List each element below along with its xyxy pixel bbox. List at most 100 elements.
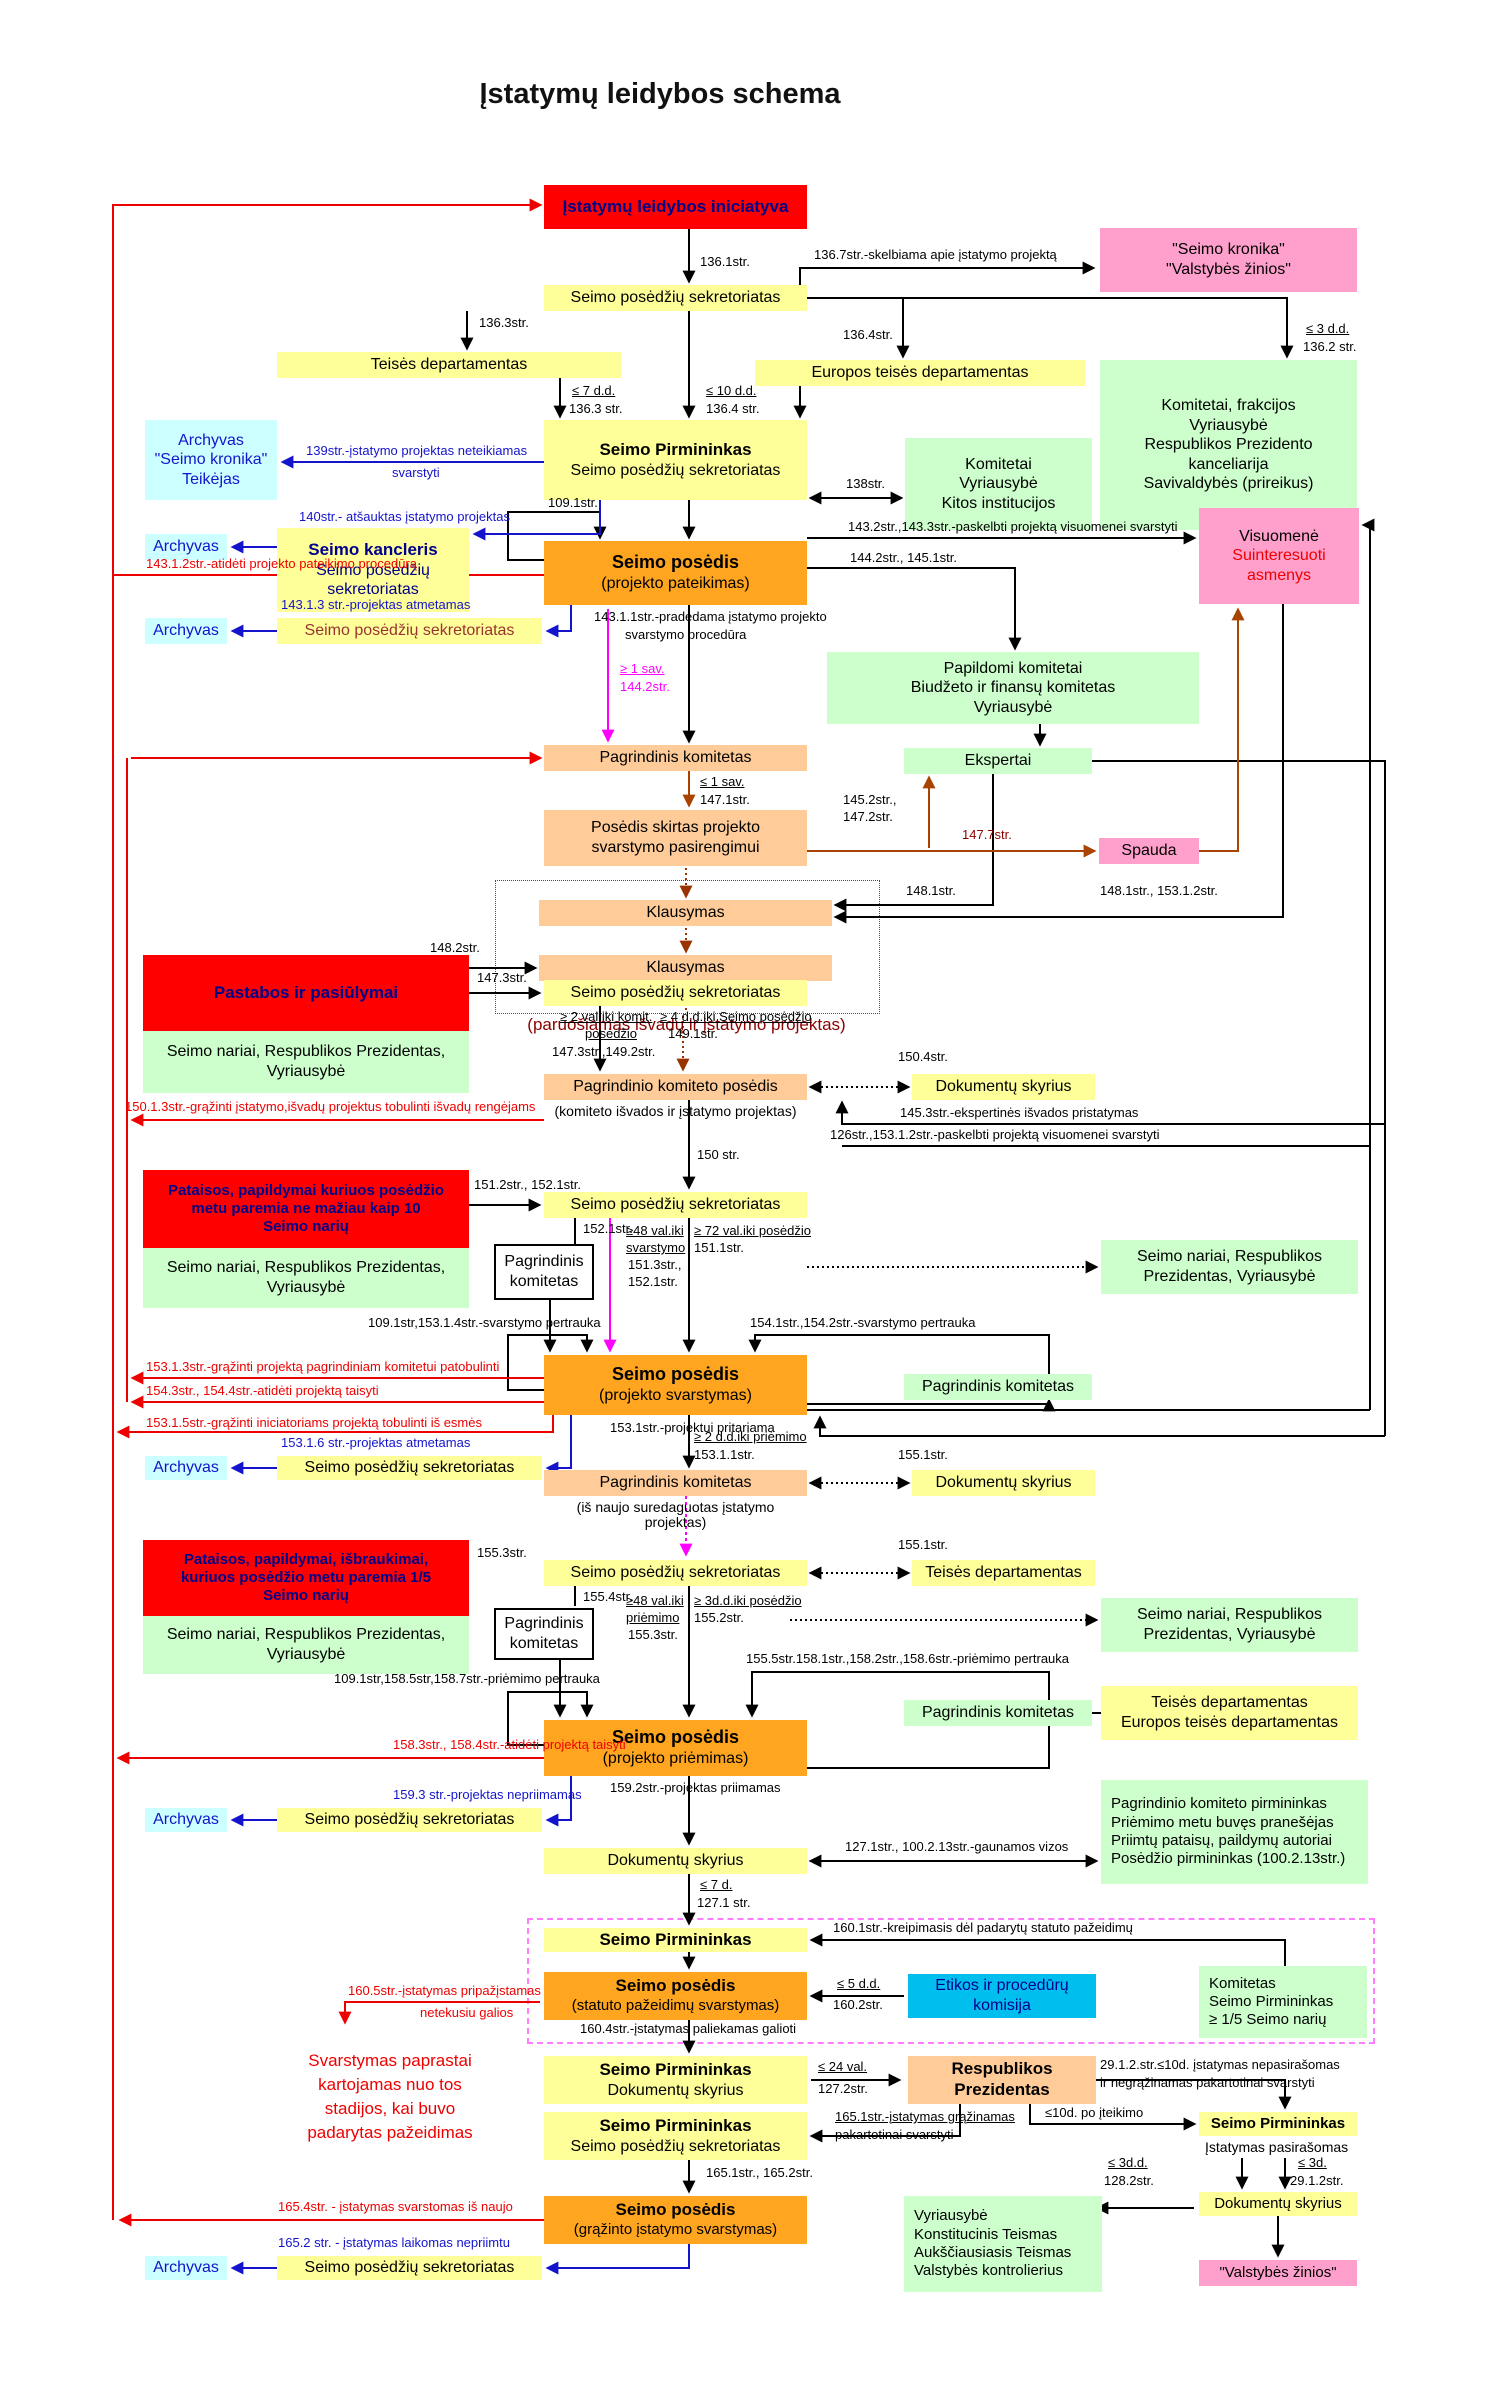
flow-label-76: ≤ 7 d. <box>700 1877 733 1892</box>
flow-label-77: 127.1 str. <box>697 1895 751 1910</box>
flow-label-102: 165.4str. - įstatymas svarstomas iš nauj… <box>278 2199 513 2214</box>
flow-label-66: ≥48 val.iki <box>626 1593 684 1608</box>
pataisos-1-5-nariu: Pataisos, papildymai, išbraukimai,kuriuo… <box>143 1540 469 1616</box>
flow-label-81: 160.2str. <box>833 1997 883 2012</box>
flow-label-91: 29.1.2.str.≤10d. įstatymas nepasirašomas <box>1100 2057 1340 2072</box>
flow-label-62: (iš naujo suredaguotas įstatymo projekta… <box>576 1499 775 1531</box>
pagrindinis-komitetas-1: Pagrindinis komitetas <box>544 745 807 771</box>
flow-label-56: 153.1.5str.-grąžinti iniciatoriams proje… <box>146 1415 482 1430</box>
flow-arrow-bl-76 <box>545 605 572 638</box>
pagrindinio-komiteto-posedis-line-0: Pagrindinio komiteto posėdis <box>573 1078 778 1096</box>
flow-label-71: 109.1str,158.5str,158.7str.-priėmimo per… <box>334 1671 600 1686</box>
etikos-proceduru-komisija-line-0: Etikos ir procedūrų <box>935 1977 1069 1995</box>
flow-label-60: 153.1.1str. <box>694 1447 755 1462</box>
flow-label-101: 165.1str., 165.2str. <box>706 2165 813 2180</box>
pastabos-ir-pasiulymai: Pastabos ir pasiūlymai <box>143 955 469 1031</box>
flow-label-85: Svarstymas paprastai <box>308 2051 472 2070</box>
flow-arrow-br-90 <box>1199 607 1245 852</box>
flow-label-22: 144.2str. <box>620 679 670 694</box>
seimo-posedis-priemimas-line-0: Seimo posėdis <box>611 1727 740 1748</box>
pataisos-10-teikejai: Seimo nariai, Respublikos Prezidentas,Vy… <box>143 1248 469 1308</box>
pagr-komiteto-pirmininkas-grupe-line-2: Priimtų pataisų, paildymų autoriai <box>1111 1832 1332 1849</box>
europos-teises-departamentas: Europos teisės departamentas <box>755 360 1085 386</box>
dokumentu-skyrius-1: Dokumentų skyrius <box>912 1074 1095 1100</box>
flow-label-82: 160.4str.-įstatymas paliekamas galioti <box>580 2021 797 2036</box>
sekretoriatas-atmetamas-4: Seimo posėdžių sekretoriatas <box>277 2256 542 2280</box>
seimo-nariai-prez-vyr-2-line-0: Seimo nariai, Respublikos <box>1137 1606 1322 1624</box>
flow-label-69: ≥ 3d.d.iki posėdžio <box>694 1593 802 1608</box>
sekretoriatas-atmetamas-3-line-0: Seimo posėdžių sekretoriatas <box>304 1811 515 1829</box>
sekretoriatas-4-line-0: Seimo posėdžių sekretoriatas <box>570 1196 781 1214</box>
pastabos-ir-pasiulymai-line-0: Pastabos ir pasiūlymai <box>213 982 399 1002</box>
spauda-line-0: Spauda <box>1121 842 1177 860</box>
flow-label-52: 154.1str.,154.2str.-svarstymo pertrauka <box>750 1315 976 1330</box>
flow-label-30: 148.2str. <box>430 940 480 955</box>
flow-label-94: pakartotinai svarstyti <box>835 2127 954 2142</box>
flow-arrow-rd-68 <box>116 1415 554 1439</box>
teises-europos-dep-line-0: Teisės departamentas <box>1151 1694 1308 1712</box>
iniciatyva-line-0: Įstatymų leidybos iniciatyva <box>562 196 789 216</box>
flow-label-59: ≥ 2 d.d.iki priėmimo <box>694 1429 807 1444</box>
dokumentu-skyrius-4-line-0: Dokumentų skyrius <box>1214 2194 1342 2212</box>
flow-arrow-rd-70 <box>338 2001 540 2025</box>
flow-arrow-bk-1 <box>799 261 1096 285</box>
seimo-nariai-prez-vyr-1-line-1: Prezidentas, Vyriausybė <box>1143 1268 1316 1285</box>
flow-label-24: 147.1str. <box>700 792 750 807</box>
pataisos-10-nariu-line-0: Pataisos, papildymai kuriuos posėdžio <box>168 1181 444 1199</box>
komitetas-pirmininkas-1-5-line-1: Seimo Pirmininkas <box>1209 1992 1334 2010</box>
pagrindinis-komitetas-2: Pagrindinis komitetas <box>904 1374 1092 1400</box>
seimo-posedis-priemimas: Seimo posėdis(projekto priėmimas) <box>544 1720 807 1776</box>
pagrindinis-komitetas-w2-line-1: komitetas <box>509 1635 579 1652</box>
klausymas-2: Klausymas <box>539 955 832 981</box>
flow-label-3: 136.2 str. <box>1303 339 1357 354</box>
posedis-skirtas-line-1: svarstymo pasirengimui <box>591 839 760 856</box>
spauda: Spauda <box>1099 838 1199 864</box>
flow-label-89: ≤ 24 val. <box>818 2059 868 2074</box>
komitetai-frakcijos-line-0: Komitetai, frakcijos <box>1161 397 1296 415</box>
pagrindinis-komitetas-4-line-0: Pagrindinis komitetas <box>921 1704 1075 1722</box>
pagr-komiteto-pirmininkas-grupe-line-0: Pagrindinio komiteto pirmininkas <box>1111 1795 1327 1813</box>
posedis-skirtas-line-0: Posėdis skirtas projekto <box>591 819 760 837</box>
sekretoriatas-1: Seimo posėdžių sekretoriatas <box>544 285 807 311</box>
ekspertai-line-0: Ekspertai <box>964 752 1032 770</box>
seimo-posedis-grazinto: Seimo posėdis(grąžinto įstatymo svarstym… <box>544 2196 807 2244</box>
pataisos-10-teikejai-line-1: Vyriausybė <box>266 1279 346 1296</box>
pastabos-teikejai-line-0: Seimo nariai, Respublikos Prezidentas, <box>166 1043 446 1061</box>
sekretoriatas-atmetamas-1: Seimo posėdžių sekretoriatas <box>277 618 542 644</box>
archyvas-1-line-2: Teikėjas <box>182 470 240 488</box>
archyvas-6: Archyvas <box>145 2256 227 2280</box>
seimo-kronika-valstybes-zinios-line-0: "Seimo kronika" <box>1172 241 1285 259</box>
teises-europos-dep-line-1: Europos teisės departamentas <box>1120 1714 1338 1731</box>
flow-arrow-bk-54 <box>809 2104 961 2143</box>
pagrindinis-komitetas-4: Pagrindinis komitetas <box>904 1700 1092 1726</box>
komitetas-pirmininkas-1-5-line-0: Komitetas <box>1209 1974 1276 1992</box>
komitetai-vyriausybe-kitos-line-2: Kitos institucijos <box>941 494 1056 512</box>
respublikos-prezidentas-line-0: Respublikos <box>951 2059 1053 2079</box>
flow-arrow-bk-25 <box>1361 518 1375 1410</box>
pagrindinis-komitetas-w1-line-1: komitetas <box>509 1273 579 1290</box>
sekretoriatas-atmetamas-4-line-0: Seimo posėdžių sekretoriatas <box>304 2259 515 2277</box>
flow-arrow-bk-16 <box>833 774 994 912</box>
pastabos-teikejai-line-1: Vyriausybė <box>266 1063 346 1080</box>
pagr-komiteto-pirmininkas-grupe-line-1: Priėmimo metu buvęs pranešėjas <box>1111 1813 1334 1831</box>
sekretoriatas-4: Seimo posėdžių sekretoriatas <box>544 1192 807 1218</box>
dokumentu-skyrius-2-line-0: Dokumentų skyrius <box>935 1474 1072 1492</box>
flow-label-83: 160.5str.-įstatymas pripažįstamas <box>348 1983 541 1998</box>
komitetai-frakcijos-line-5: Savivaldybės (prireikus) <box>1143 475 1314 493</box>
archyvas-5-line-0: Archyvas <box>153 1811 219 1829</box>
visuomene-line-2: asmenys <box>1246 566 1312 584</box>
flow-label-87: stadijos, kai buvo <box>324 2099 456 2118</box>
flow-label-0: 136.1str. <box>700 254 750 269</box>
flow-label-27: 147.7str. <box>962 827 1012 842</box>
seimo-posedis-svarstymas-line-1: (projekto svarstymas) <box>599 1387 752 1405</box>
sekretoriatas-atmetamas-2-line-0: Seimo posėdžių sekretoriatas <box>304 1459 515 1477</box>
flow-label-78: 127.1str., 100.2.13str.-gaunamos vizos <box>845 1839 1069 1854</box>
flow-arrow-bl-78 <box>545 1415 572 1475</box>
valstybes-zinios: "Valstybės žinios" <box>1199 2260 1357 2286</box>
papildomi-komitetai-line-1: Biudžeto ir finansų komitetas <box>910 679 1116 697</box>
